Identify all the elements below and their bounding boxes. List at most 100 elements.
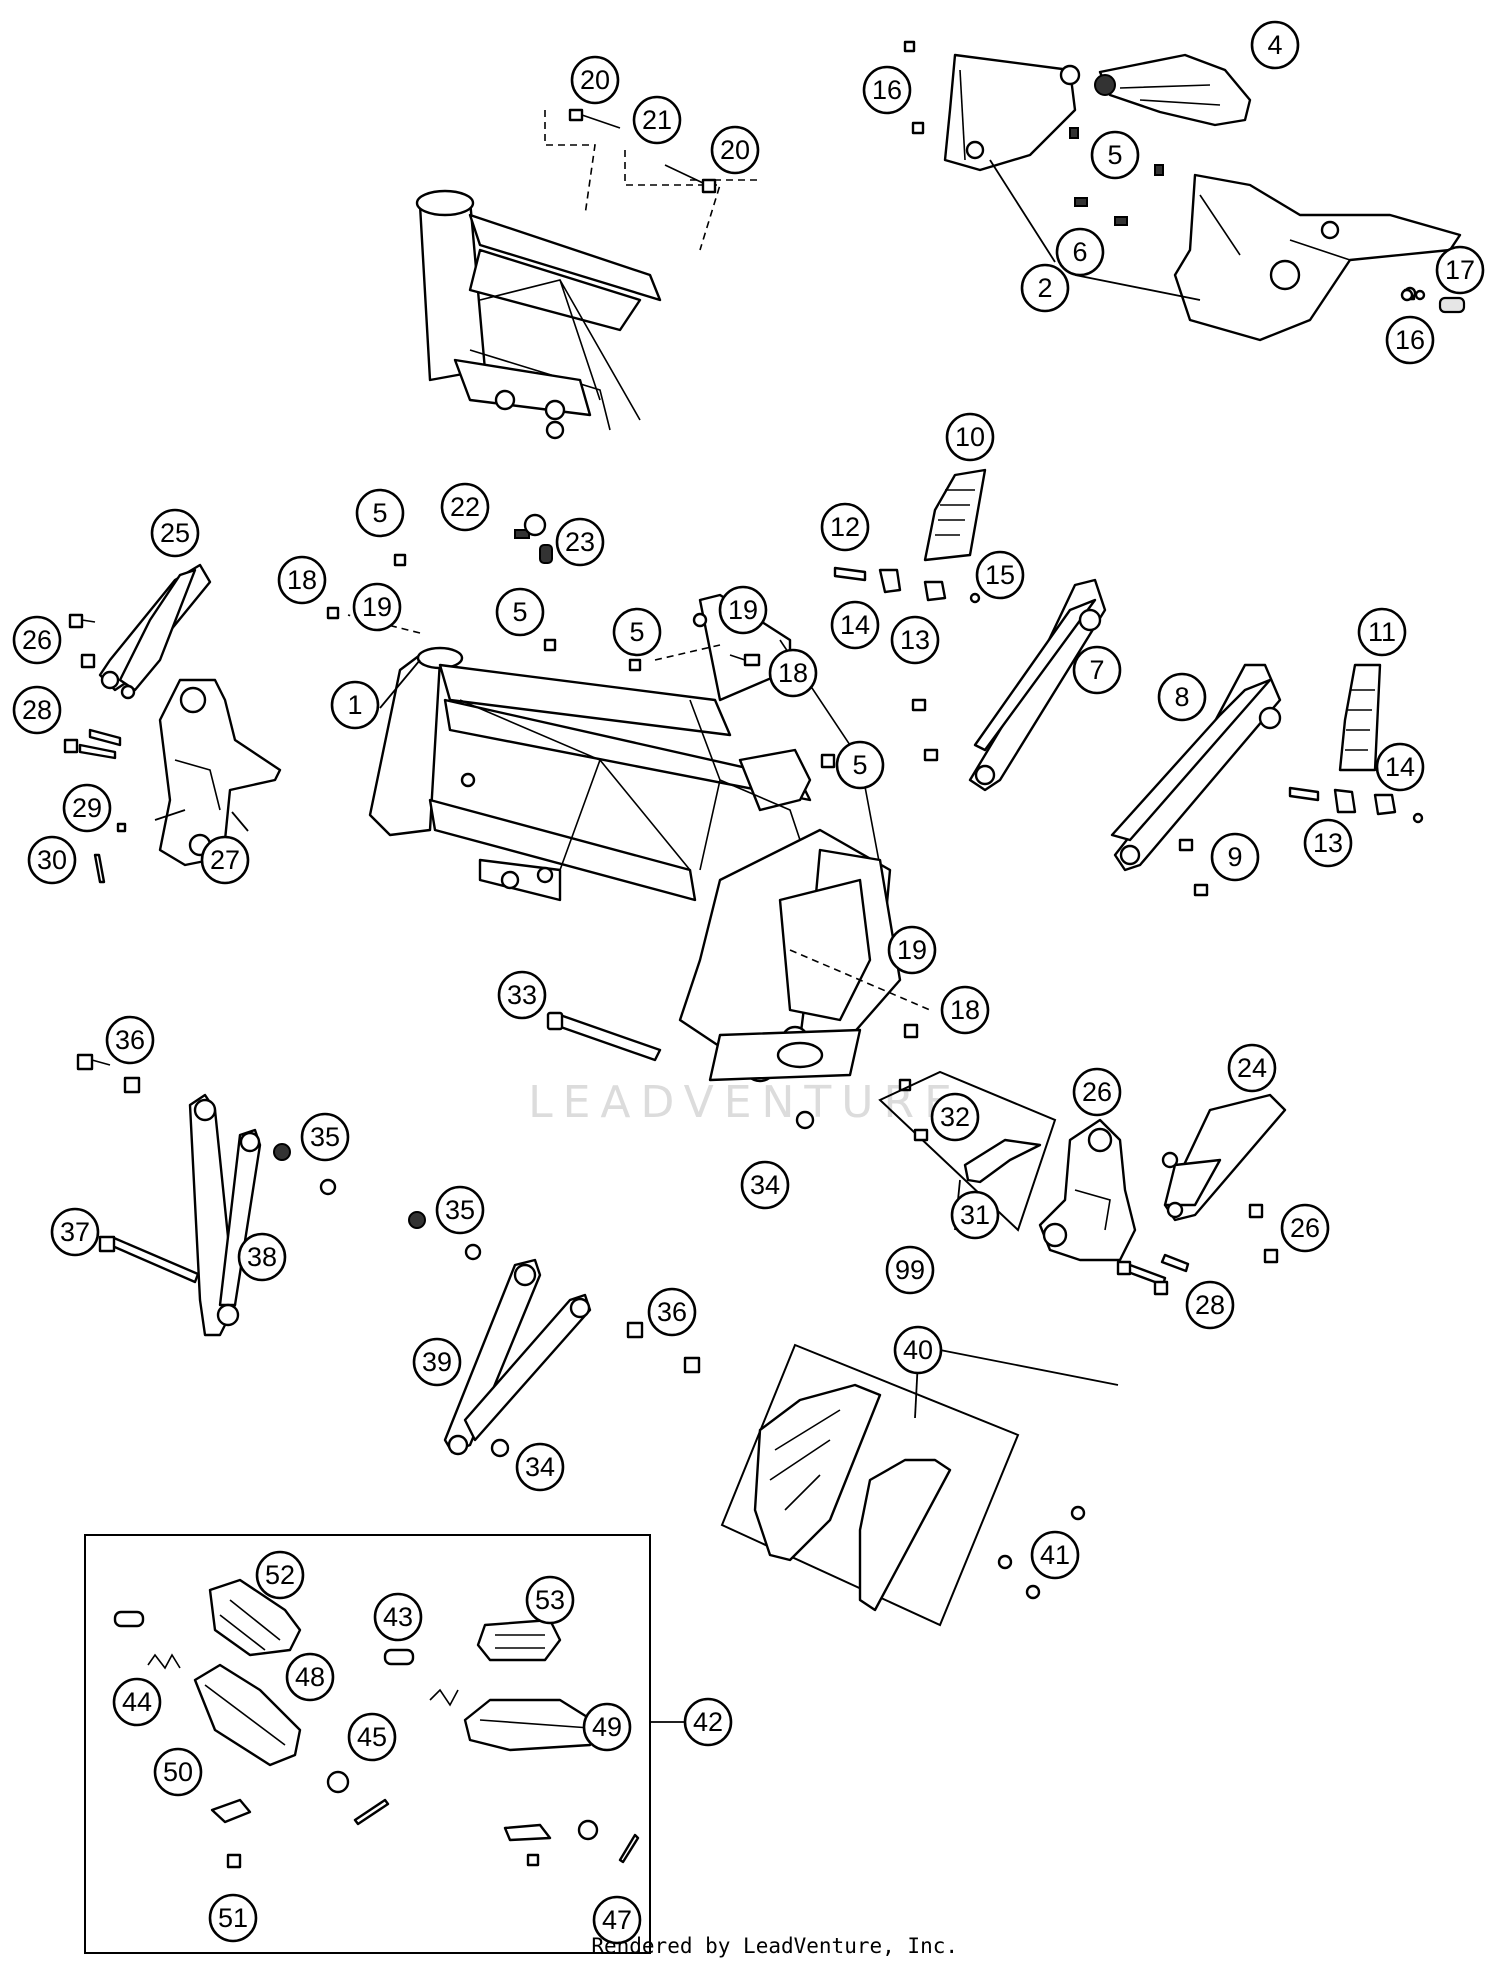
callout-37-a: 36 <box>105 1015 155 1065</box>
part-53-footrest-pad-right <box>476 1618 562 1662</box>
callout-51: 51 <box>208 1893 258 1943</box>
svg-text:19: 19 <box>362 592 392 622</box>
svg-text:9: 9 <box>1227 842 1242 872</box>
svg-text:50: 50 <box>163 1757 193 1787</box>
svg-text:4: 4 <box>1267 30 1282 60</box>
svg-text:18: 18 <box>950 995 980 1025</box>
callout-1: 1 <box>330 680 380 730</box>
svg-text:26: 26 <box>22 625 52 655</box>
svg-text:27: 27 <box>210 845 240 875</box>
svg-text:45: 45 <box>357 1722 387 1752</box>
callout-32: 31 <box>950 1190 1000 1240</box>
svg-text:5: 5 <box>1107 140 1122 170</box>
svg-text:32: 32 <box>940 1102 970 1132</box>
svg-text:13: 13 <box>1313 828 1343 858</box>
svg-text:42: 42 <box>693 1707 723 1737</box>
part-10-heat-shield <box>923 468 987 562</box>
bolt-20-b <box>664 164 717 194</box>
callout-10: 10 <box>945 412 995 462</box>
callout-40: 39 <box>412 1337 462 1387</box>
svg-text:38: 38 <box>247 1242 277 1272</box>
callout-9: 9 <box>1210 832 1260 882</box>
svg-text:31: 31 <box>960 1200 990 1230</box>
callout-41: 40 <box>893 1325 943 1375</box>
callout-43: 42 <box>683 1697 733 1747</box>
part-50-cleaner-plate-right <box>503 1823 552 1842</box>
parts-12-13-14-15-upper <box>833 566 981 604</box>
part-51-nut-right <box>526 1853 540 1867</box>
dashed-leaders-top <box>544 110 760 251</box>
svg-text:19: 19 <box>728 595 758 625</box>
svg-text:17: 17 <box>1445 255 1475 285</box>
svg-text:8: 8 <box>1174 682 1189 712</box>
part-25-footrest-bracket-left <box>98 563 212 700</box>
svg-text:13: 13 <box>900 625 930 655</box>
callout-26-b: 26 <box>1280 1203 1330 1253</box>
callout-36-b: 35 <box>435 1185 485 1235</box>
svg-text:51: 51 <box>218 1903 248 1933</box>
svg-text:30: 30 <box>37 845 67 875</box>
svg-text:99: 99 <box>895 1255 925 1285</box>
part-38-long-bolt-left <box>98 1235 200 1284</box>
bolts-9 <box>911 698 1209 897</box>
callout-31: 30 <box>27 835 77 885</box>
bolts-26-right <box>1248 1203 1279 1264</box>
svg-text:37: 37 <box>60 1217 90 1247</box>
svg-text:5: 5 <box>852 750 867 780</box>
svg-text:2: 2 <box>1037 273 1052 303</box>
svg-text:18: 18 <box>778 658 808 688</box>
part-40-lower-link-center <box>443 1258 592 1456</box>
render-credit: Rendered by LeadVenture, Inc. <box>591 1934 958 1958</box>
callout-16-a: 16 <box>862 65 912 115</box>
parts-12-13-14-15-lower <box>1288 786 1424 824</box>
part-51-nut <box>226 1853 242 1869</box>
callout-5-b: 5 <box>355 488 405 538</box>
svg-text:25: 25 <box>160 518 190 548</box>
callout-30: 29 <box>62 783 112 833</box>
callout-26-a: 26 <box>12 615 62 665</box>
svg-text:53: 53 <box>535 1585 565 1615</box>
svg-text:14: 14 <box>1385 752 1415 782</box>
callout-12: 12 <box>820 502 870 552</box>
callout-50: 50 <box>153 1747 203 1797</box>
svg-text:20: 20 <box>580 65 610 95</box>
part-11-heat-shield-right <box>1338 663 1382 772</box>
svg-text:21: 21 <box>642 105 672 135</box>
svg-text:1: 1 <box>347 690 362 720</box>
svg-text:35: 35 <box>310 1122 340 1152</box>
part-35-nut <box>795 1110 815 1130</box>
callout-46: 45 <box>347 1712 397 1762</box>
svg-text:33: 33 <box>507 980 537 1010</box>
svg-text:29: 29 <box>72 793 102 823</box>
watermark: LEADVENTURE <box>528 1077 962 1128</box>
callout-21: 21 <box>632 95 682 145</box>
frame-reference-view <box>415 189 662 440</box>
callout-13-b: 13 <box>1303 818 1353 868</box>
callout-14-a: 14 <box>830 600 880 650</box>
part-45-spring-left <box>113 1610 181 1670</box>
svg-text:11: 11 <box>1368 617 1396 647</box>
svg-text:40: 40 <box>903 1335 933 1365</box>
bolt-20-a <box>568 108 621 129</box>
callout-18-c: 18 <box>940 985 990 1035</box>
svg-text:16: 16 <box>872 75 902 105</box>
part-44-pin <box>383 1648 415 1666</box>
part-39-lower-link-left <box>188 1093 262 1337</box>
svg-text:41: 41 <box>1040 1540 1070 1570</box>
part-46-washer <box>326 1770 350 1794</box>
svg-text:23: 23 <box>565 527 595 557</box>
part-34-long-bolt <box>546 1011 662 1062</box>
kit-box-43 <box>84 1534 651 1954</box>
callout-2: 2 <box>1020 263 1070 313</box>
fasteners-top-right <box>903 40 1466 314</box>
svg-text:28: 28 <box>22 695 52 725</box>
part-4-airbox-cover <box>1094 53 1252 127</box>
part-52-footrest-pad-left <box>208 1578 302 1657</box>
callout-14-b: 14 <box>1375 742 1425 792</box>
part-7-rear-subframe-left <box>968 578 1107 792</box>
nuts-36-left <box>273 1143 337 1196</box>
callout-23: 23 <box>555 517 605 567</box>
svg-text:19: 19 <box>897 935 927 965</box>
svg-text:52: 52 <box>265 1560 295 1590</box>
